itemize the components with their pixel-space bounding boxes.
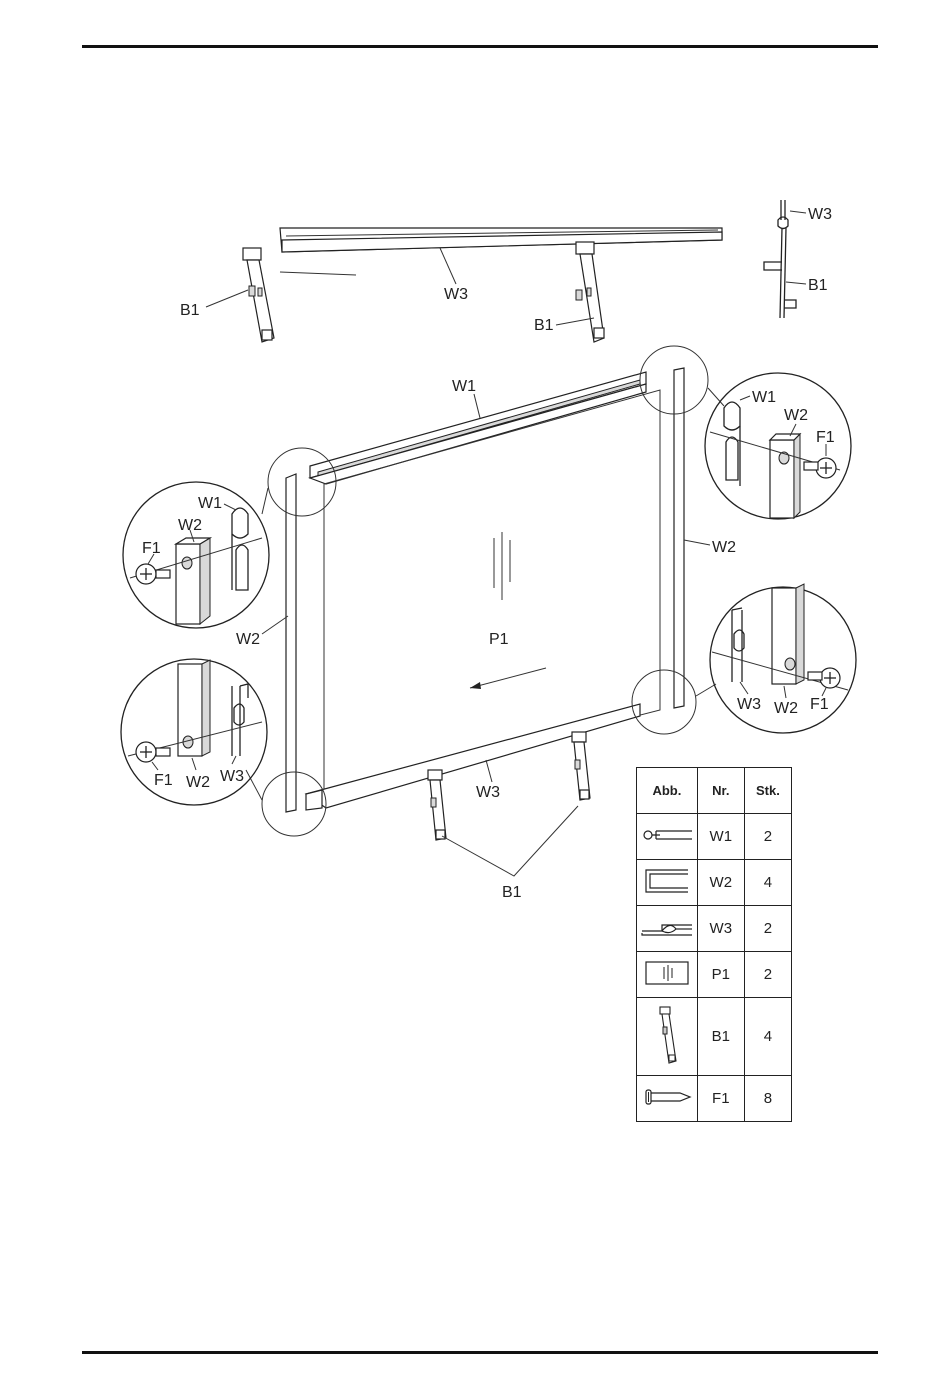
label-br-w2: W2 [774,700,798,717]
leader-br-w2 [784,686,786,698]
header-nr: Nr. [697,768,744,814]
label-tl-w2: W2 [178,517,202,534]
bracket-icon [637,998,698,1076]
part-nr: W2 [697,860,744,906]
part-nr: F1 [697,1076,744,1122]
part-stk: 4 [744,860,791,906]
parts-row: F1 8 [637,1076,792,1122]
label-frame-bottom: W3 [476,784,500,801]
label-side-w3: W3 [808,206,832,223]
top-bracket-left [243,248,274,342]
label-frame-top: W1 [452,378,476,395]
leader-frame-right [684,540,710,545]
leader-bottom-brackets [442,806,578,876]
parts-row: W2 4 [637,860,792,906]
leader-bracket-right [556,318,594,325]
frame-left-w2 [286,474,324,812]
part-nr: B1 [697,998,744,1076]
label-bottom-brackets: B1 [502,884,522,901]
part-nr: W3 [697,906,744,952]
part-stk: 4 [744,998,791,1076]
w3-profile-icon [637,906,698,952]
label-tr-w1: W1 [752,389,776,406]
label-frame-right: W2 [712,539,736,556]
zoom-link-br [696,684,716,696]
part-nr: W1 [697,814,744,860]
frame-right-w2 [660,368,684,710]
label-tr-w2: W2 [784,407,808,424]
label-bl-w3: W3 [220,768,244,785]
leader-bl-w3 [232,756,236,764]
header-abb: Abb. [637,768,698,814]
label-frame-left: W2 [236,631,260,648]
label-br-w3: W3 [737,696,761,713]
parts-row: W1 2 [637,814,792,860]
part-stk: 8 [744,1076,791,1122]
part-nr: P1 [697,952,744,998]
frame-top-w1 [310,372,646,484]
label-br-f1: F1 [810,696,829,713]
part-stk: 2 [744,814,791,860]
leader-frame-bottom [486,760,492,782]
w2-profile-icon [637,860,698,906]
label-top-rail: W3 [444,286,468,303]
parts-table-header: Abb. Nr. Stk. [637,768,792,814]
label-tl-f1: F1 [142,540,161,557]
part-stk: 2 [744,952,791,998]
leader-side-b1 [786,282,806,284]
leader-side-w3 [790,211,806,213]
screw-icon [637,1076,698,1122]
leader-frame-top [474,394,480,418]
label-bl-w2: W2 [186,774,210,791]
top-rail-w3 [280,228,722,275]
leader-br-w3 [740,682,748,694]
bottom-bracket-2 [572,732,590,800]
label-tl-w1: W1 [198,495,222,512]
leader-tl-w1 [224,504,236,510]
label-side-b1: B1 [808,277,828,294]
label-bracket-left: B1 [180,302,200,319]
label-bracket-right: B1 [534,317,554,334]
top-bracket-right [576,242,604,342]
zoom-link-tl [262,488,268,514]
parts-row: W3 2 [637,906,792,952]
leader-tr-w1 [740,396,750,400]
parts-row: P1 2 [637,952,792,998]
leader-br-f1 [822,688,826,696]
zoom-circle-br [632,670,696,734]
w1-profile-icon [637,814,698,860]
label-panel: P1 [489,631,509,648]
part-stk: 2 [744,906,791,952]
header-stk: Stk. [744,768,791,814]
side-profile-view [764,200,796,318]
parts-list-table: Abb. Nr. Stk. W1 2 W2 4 W3 [636,767,792,1122]
label-bl-f1: F1 [154,772,173,789]
label-tr-f1: F1 [816,429,835,446]
leader-frame-left [262,616,288,634]
leader-top-rail [440,248,456,284]
parts-row: B1 4 [637,998,792,1076]
detail-top-right [705,373,851,519]
leader-bl-w2 [192,758,196,770]
bottom-bracket-1 [428,770,446,840]
panel-icon [637,952,698,998]
zoom-link-tr [708,388,724,406]
leader-bl-f1 [152,762,158,770]
leader-bracket-left [206,290,248,307]
